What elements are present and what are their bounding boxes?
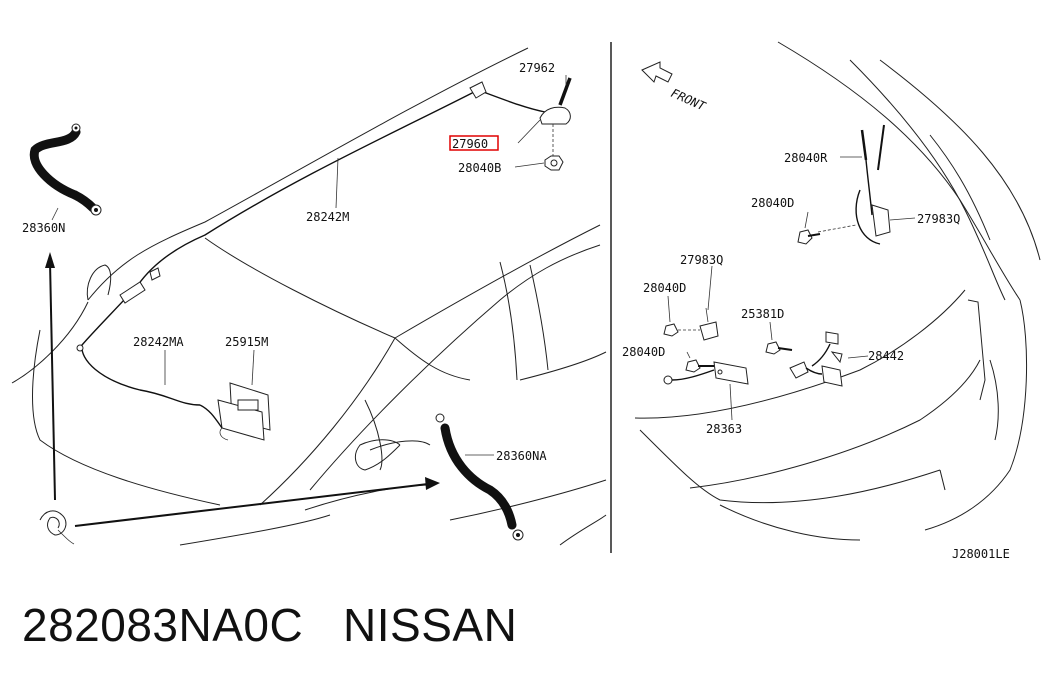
part-caption: 282083NA0C NISSAN [22,598,517,652]
label-28360n: 28360N [22,221,65,235]
harness-28363 [663,359,749,385]
label-28040d-mid: 28040D [643,281,686,295]
front-label: FRONT [669,86,708,114]
diagram-code: J28001LE [952,547,1010,561]
right-car-body [634,41,1041,541]
label-28360na: 28360NA [496,449,547,463]
label-28040r: 28040R [784,151,828,165]
bolt-28040d-top [797,229,821,245]
battery-cable-left [29,123,102,216]
battery-cable-right [435,413,524,541]
brand-name: NISSAN [343,599,518,651]
label-27983q-right: 27983Q [917,212,960,226]
label-28442: 28442 [868,349,904,363]
roof-antenna [539,77,572,171]
label-25915m: 25915M [225,335,268,349]
front-arrow: FRONT [641,61,708,114]
label-27960: 27960 [452,137,488,151]
label-25381d: 25381D [741,307,784,321]
label-28242m: 28242M [306,210,349,224]
ground-strap-28040r [817,124,891,245]
sensor-28442 [765,331,869,387]
label-28040b: 28040B [458,161,501,175]
label-28040d-top: 28040D [751,196,794,210]
label-28242ma: 28242MA [133,335,184,349]
antenna-amplifier [199,382,271,441]
label-28363: 28363 [706,422,742,436]
antenna-feeder-harness [76,81,546,406]
left-labels: 27962 27960 28040B 28242M 28360N 28242MA… [22,61,555,463]
left-car-body [11,47,607,546]
locator-arrows [39,252,440,545]
part-number: 282083NA0C [22,599,304,651]
left-leaders [51,75,567,456]
right-labels: 28040R 28040D 27983Q 27983Q 28040D 25381… [622,151,1010,561]
right-leaders [667,156,916,421]
bracket-27983q-left [663,307,719,341]
highlight-box [449,135,499,151]
label-28040d-low: 28040D [622,345,665,359]
label-27983q-left: 27983Q [680,253,723,267]
label-27962: 27962 [519,61,555,75]
